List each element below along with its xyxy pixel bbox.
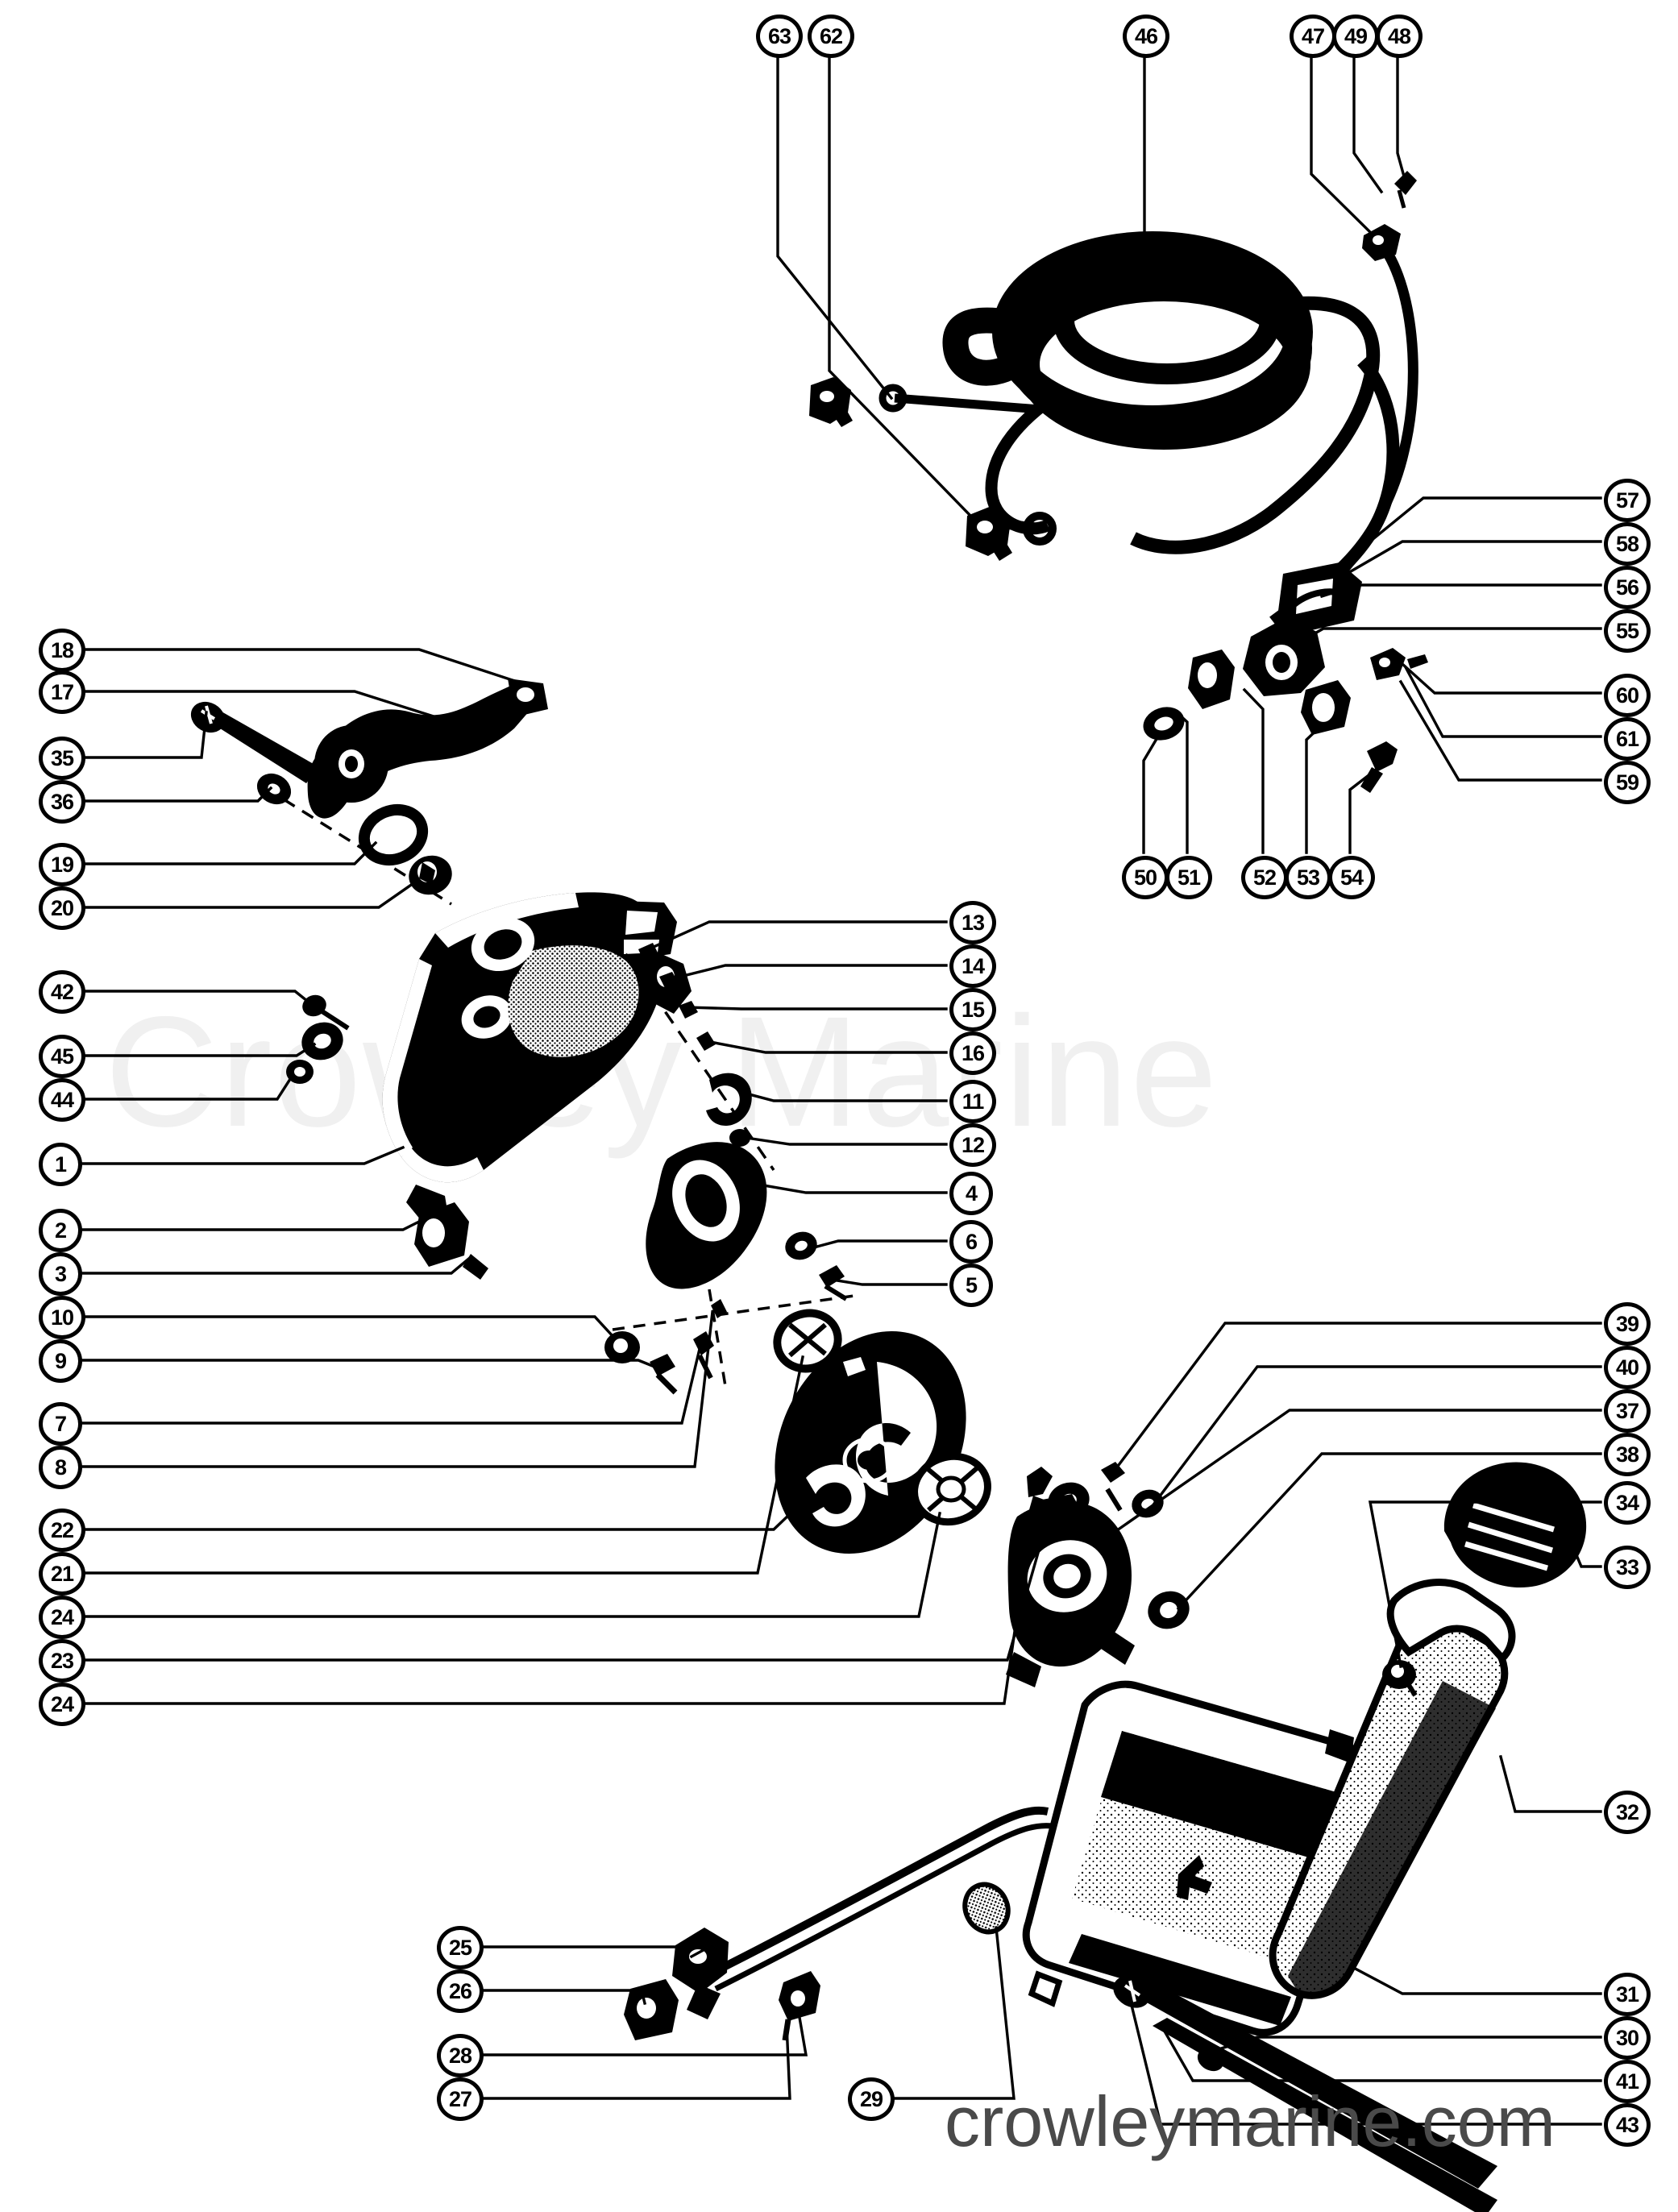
callout-36[interactable]: 36 <box>39 780 85 824</box>
callout-8[interactable]: 8 <box>39 1446 82 1489</box>
callout-25[interactable]: 25 <box>437 1926 484 1969</box>
callout-56[interactable]: 56 <box>1604 566 1651 609</box>
callout-10[interactable]: 10 <box>39 1296 85 1339</box>
callout-14[interactable]: 14 <box>949 944 996 988</box>
callout-51[interactable]: 51 <box>1165 856 1212 899</box>
throttle-cable-art <box>624 1806 1053 2041</box>
callout-52[interactable]: 52 <box>1241 856 1288 899</box>
callout-38[interactable]: 38 <box>1604 1433 1651 1476</box>
callout-55[interactable]: 55 <box>1604 609 1651 653</box>
callout-61[interactable]: 61 <box>1604 717 1651 761</box>
shift-lever-assembly-art <box>190 679 548 906</box>
callout-2[interactable]: 2 <box>39 1209 82 1252</box>
callout-62[interactable]: 62 <box>808 15 854 58</box>
spacer-bushing-art <box>414 1202 488 1280</box>
callout-3[interactable]: 3 <box>39 1252 82 1296</box>
callout-5[interactable]: 5 <box>949 1264 993 1307</box>
swivel-yoke-art <box>604 1142 855 1395</box>
hose-clamp-62-art <box>966 506 1012 561</box>
callout-34[interactable]: 34 <box>1604 1481 1651 1525</box>
callout-19[interactable]: 19 <box>39 843 85 886</box>
callout-27[interactable]: 27 <box>437 2077 484 2121</box>
callout-29[interactable]: 29 <box>848 2077 895 2121</box>
callout-26[interactable]: 26 <box>437 1969 484 2013</box>
callout-15[interactable]: 15 <box>949 988 996 1031</box>
callout-23[interactable]: 23 <box>39 1639 85 1683</box>
callout-17[interactable]: 17 <box>39 670 85 714</box>
callout-11[interactable]: 11 <box>949 1080 996 1123</box>
bearing-hardware-art <box>911 1452 1090 1526</box>
callout-57[interactable]: 57 <box>1604 479 1651 522</box>
callout-16[interactable]: 16 <box>949 1031 996 1075</box>
swivel-bracket-art <box>1006 1462 1190 1687</box>
callout-4[interactable]: 4 <box>949 1172 993 1215</box>
callout-43[interactable]: 43 <box>1604 2103 1651 2147</box>
callout-54[interactable]: 54 <box>1328 856 1375 899</box>
callout-24[interactable]: 24 <box>39 1683 85 1726</box>
callout-50[interactable]: 50 <box>1122 856 1169 899</box>
callout-59[interactable]: 59 <box>1604 761 1651 804</box>
callout-28[interactable]: 28 <box>437 2034 484 2077</box>
callout-33[interactable]: 33 <box>1604 1546 1651 1589</box>
callout-24[interactable]: 24 <box>39 1596 85 1639</box>
gear-housing-art <box>382 892 692 1220</box>
callout-42[interactable]: 42 <box>39 970 85 1014</box>
callout-7[interactable]: 7 <box>39 1402 82 1446</box>
callout-30[interactable]: 30 <box>1604 2016 1651 2060</box>
stud-bolt-art <box>1113 1976 1497 2212</box>
steering-handle-art <box>1269 1462 1587 1999</box>
callout-39[interactable]: 39 <box>1604 1302 1651 1346</box>
callout-60[interactable]: 60 <box>1604 674 1651 717</box>
callout-48[interactable]: 48 <box>1376 15 1423 58</box>
callout-6[interactable]: 6 <box>949 1220 993 1264</box>
callout-53[interactable]: 53 <box>1285 856 1331 899</box>
callout-18[interactable]: 18 <box>39 629 85 672</box>
callout-63[interactable]: 63 <box>756 15 803 58</box>
callout-22[interactable]: 22 <box>39 1509 85 1552</box>
callout-41[interactable]: 41 <box>1604 2060 1651 2103</box>
callout-49[interactable]: 49 <box>1332 15 1379 58</box>
callout-40[interactable]: 40 <box>1604 1346 1651 1389</box>
callout-20[interactable]: 20 <box>39 886 85 930</box>
callout-1[interactable]: 1 <box>39 1143 82 1186</box>
callout-35[interactable]: 35 <box>39 737 85 780</box>
callout-37[interactable]: 37 <box>1604 1389 1651 1433</box>
callout-44[interactable]: 44 <box>39 1078 85 1122</box>
small-hardware-art <box>286 994 350 1084</box>
callout-46[interactable]: 46 <box>1123 15 1169 58</box>
callout-58[interactable]: 58 <box>1604 522 1651 566</box>
callout-45[interactable]: 45 <box>39 1035 85 1078</box>
pin-hardware-13-16-art <box>611 934 775 1171</box>
callout-9[interactable]: 9 <box>39 1339 82 1383</box>
callout-32[interactable]: 32 <box>1604 1791 1651 1834</box>
callout-21[interactable]: 21 <box>39 1552 85 1596</box>
hose-clamp-63-art <box>809 377 853 427</box>
callout-13[interactable]: 13 <box>949 901 996 944</box>
callout-31[interactable]: 31 <box>1604 1973 1651 2016</box>
callout-47[interactable]: 47 <box>1290 15 1336 58</box>
callout-12[interactable]: 12 <box>949 1123 996 1167</box>
fuel-connector-assembly-art <box>1143 562 1428 793</box>
